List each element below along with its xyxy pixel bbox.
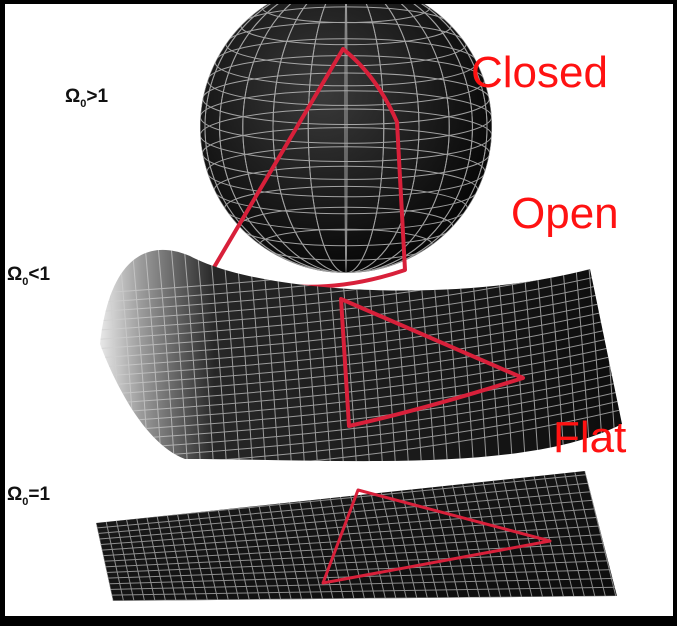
saddle-surface xyxy=(100,249,622,462)
sphere-surface xyxy=(200,4,492,289)
open-label: Open xyxy=(511,189,619,238)
omega-flat-label: Ω0=1 xyxy=(7,484,51,508)
closed-label: Closed xyxy=(471,48,608,97)
flat-label: Flat xyxy=(553,413,627,462)
universe-geometry-diagram: Ω0>1 Ω0<1 Ω0=1 Closed Open Flat xyxy=(5,4,673,616)
geometry-illustration xyxy=(96,4,622,601)
flat-plane xyxy=(96,471,617,601)
omega-closed-label: Ω0>1 xyxy=(65,86,109,110)
omega-open-label: Ω0<1 xyxy=(7,264,51,288)
saddle-triangle xyxy=(339,297,525,428)
flat-triangle xyxy=(321,488,552,585)
